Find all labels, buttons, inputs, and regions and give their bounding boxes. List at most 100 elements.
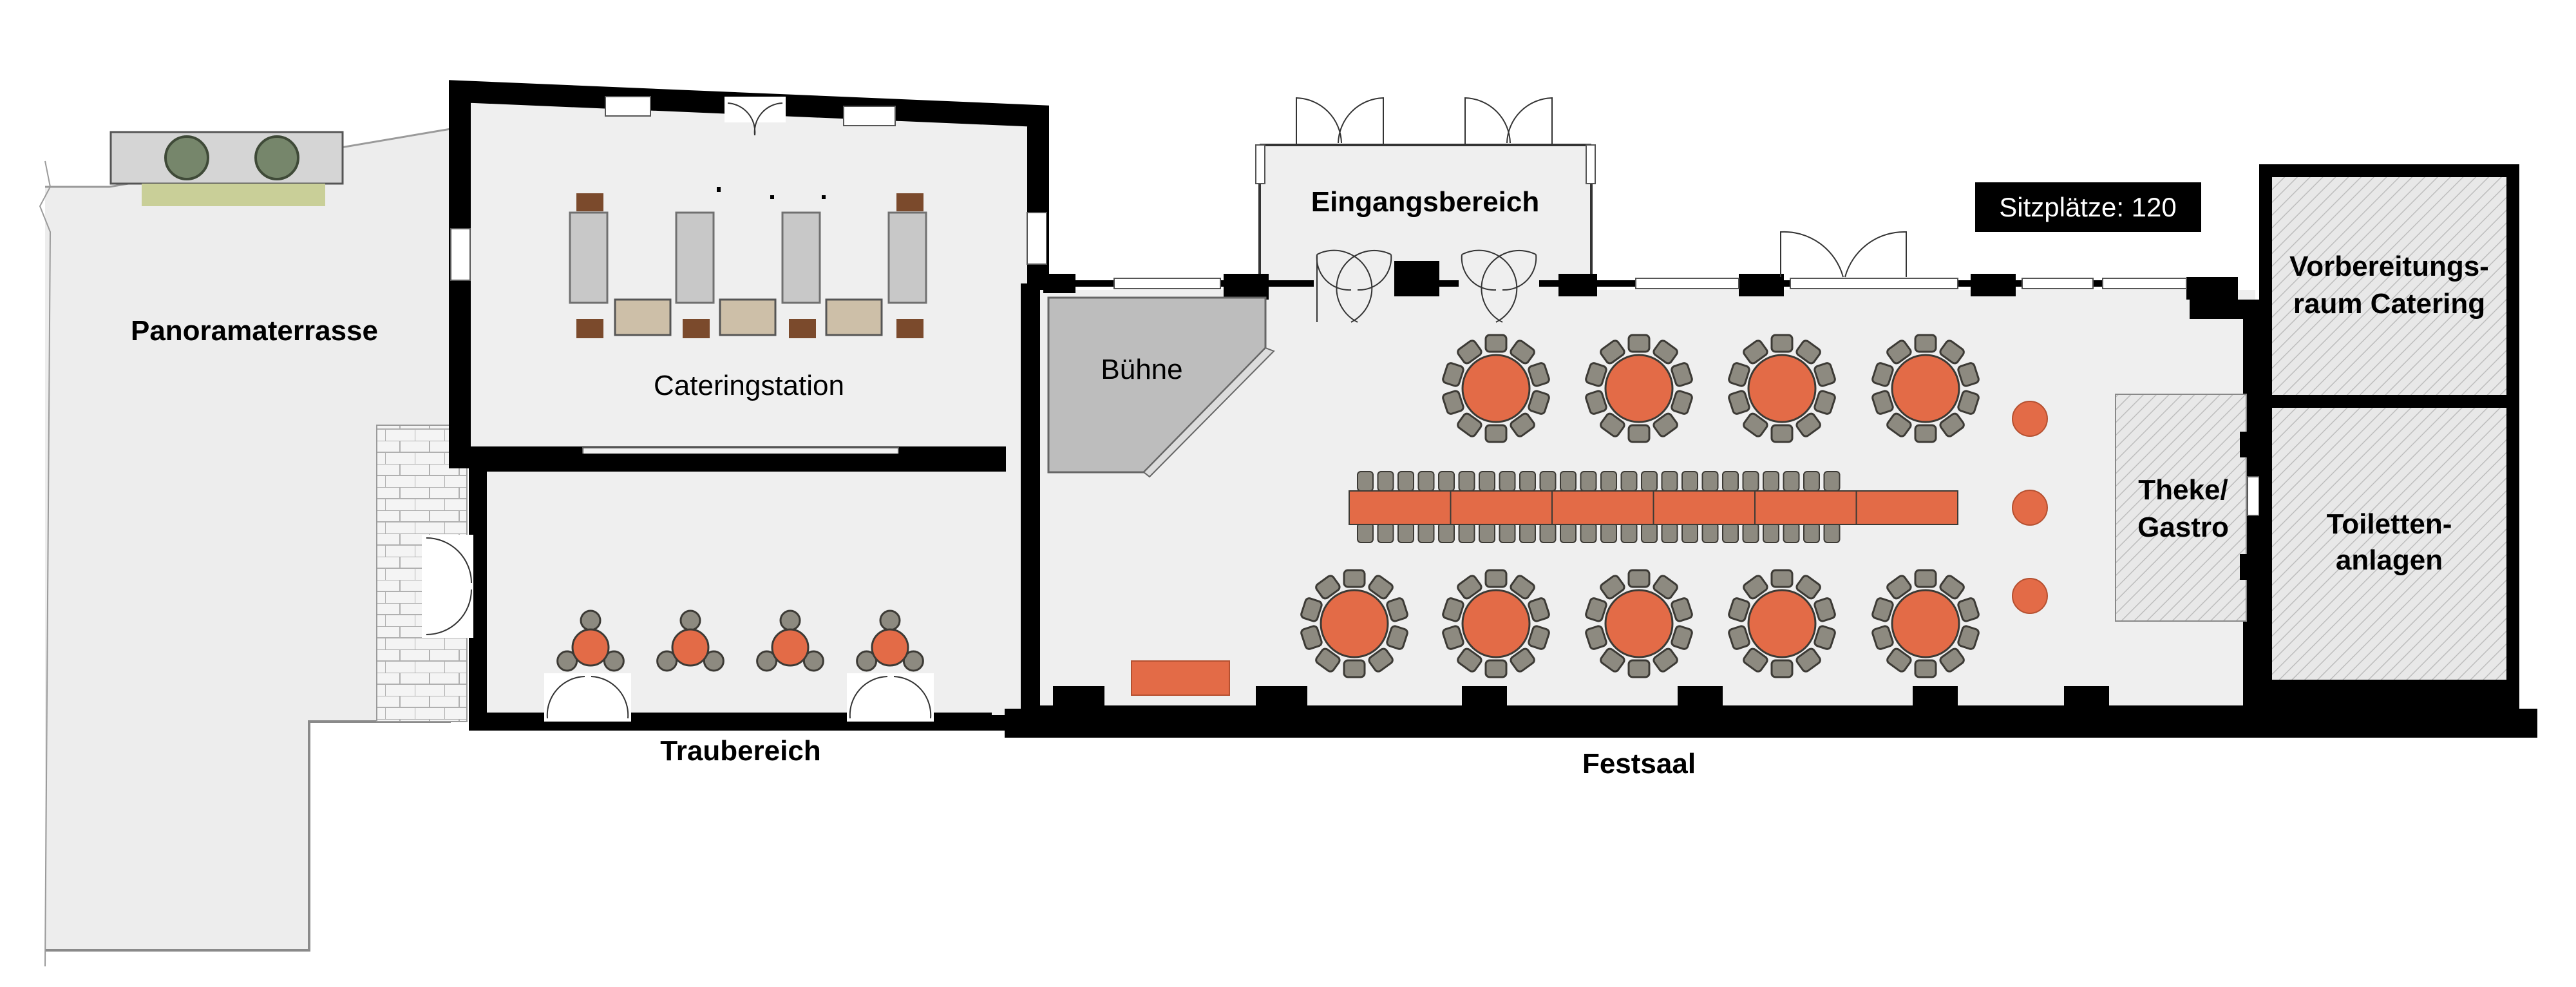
chair bbox=[1886, 647, 1912, 673]
chair bbox=[1600, 412, 1625, 437]
chair bbox=[1814, 625, 1836, 650]
chair bbox=[1914, 659, 1937, 678]
chair bbox=[1939, 340, 1965, 365]
small-table bbox=[756, 609, 824, 672]
bar-counter: Theke/ Gastro bbox=[2115, 394, 2260, 622]
chair bbox=[1300, 625, 1323, 650]
seats-badge: Sitzplätze: 120 bbox=[1975, 182, 2201, 232]
chair bbox=[1957, 625, 1980, 650]
chair bbox=[856, 650, 878, 672]
chair bbox=[1803, 522, 1820, 543]
chair bbox=[1528, 597, 1550, 622]
chair bbox=[1479, 471, 1495, 492]
chair bbox=[703, 650, 724, 672]
chair bbox=[1457, 575, 1482, 600]
chair bbox=[1580, 522, 1597, 543]
chair bbox=[1795, 647, 1821, 673]
chair bbox=[1939, 647, 1965, 673]
small-table bbox=[556, 609, 625, 672]
chair bbox=[1343, 659, 1366, 678]
chair bbox=[1560, 471, 1577, 492]
chair bbox=[1457, 340, 1482, 365]
chair bbox=[1871, 597, 1894, 622]
chair bbox=[1886, 575, 1912, 600]
prep-room-label-line1: Vorbereitungs- bbox=[2289, 251, 2489, 282]
chair bbox=[1484, 659, 1508, 678]
chair bbox=[1742, 522, 1759, 543]
chair bbox=[1939, 575, 1965, 600]
chair bbox=[1701, 522, 1719, 543]
chair bbox=[1871, 362, 1894, 387]
chair bbox=[1442, 362, 1464, 387]
catering-station: Cateringstation bbox=[449, 80, 1049, 468]
toilets-label-line2: anlagen bbox=[2336, 544, 2443, 576]
table-top bbox=[1747, 589, 1817, 658]
stage-label: Bühne bbox=[1101, 354, 1182, 385]
chair bbox=[1457, 647, 1482, 673]
chair bbox=[1528, 625, 1550, 650]
chair bbox=[1641, 522, 1658, 543]
wedding-area-label: Traubereich bbox=[660, 735, 820, 767]
table-segment bbox=[1653, 490, 1756, 525]
banquet-table bbox=[1349, 471, 1958, 543]
chair bbox=[1442, 597, 1464, 622]
food-warmers bbox=[614, 298, 883, 336]
chair bbox=[1528, 362, 1550, 387]
chair bbox=[1627, 334, 1651, 353]
chair bbox=[1368, 647, 1394, 673]
chair bbox=[1743, 412, 1768, 437]
chair bbox=[1484, 569, 1508, 588]
chair bbox=[1519, 471, 1536, 492]
chair bbox=[1939, 412, 1965, 437]
chair bbox=[1795, 412, 1821, 437]
chair bbox=[1397, 471, 1414, 492]
chair bbox=[1653, 647, 1678, 673]
chair bbox=[1722, 522, 1739, 543]
chair bbox=[1770, 424, 1794, 443]
chair bbox=[1814, 597, 1836, 622]
main-hall: Bühne Theke/ Gastro Festsaal bbox=[1005, 231, 2537, 780]
chair bbox=[1743, 340, 1768, 365]
chair bbox=[1357, 471, 1374, 492]
chair bbox=[1763, 522, 1779, 543]
chair bbox=[1886, 340, 1912, 365]
chair bbox=[1539, 522, 1557, 543]
chair bbox=[1368, 575, 1394, 600]
chair bbox=[1585, 597, 1607, 622]
chair bbox=[1300, 597, 1323, 622]
chair bbox=[1600, 575, 1625, 600]
chair bbox=[1386, 625, 1408, 650]
toilets-label-line1: Toiletten- bbox=[2327, 508, 2452, 540]
chair bbox=[1871, 625, 1894, 650]
chair bbox=[879, 609, 901, 631]
chair bbox=[1681, 522, 1698, 543]
bar-label-line1: Theke/ bbox=[2138, 474, 2228, 506]
standing-tables bbox=[2012, 401, 2048, 614]
chair bbox=[1499, 522, 1516, 543]
chair bbox=[603, 650, 625, 672]
chair bbox=[580, 609, 601, 631]
wedding-area: Traubereich bbox=[422, 454, 1006, 767]
hall-label: Festsaal bbox=[1582, 748, 1696, 780]
wall-piers bbox=[1043, 261, 2238, 715]
entrance-label: Eingangsbereich bbox=[1311, 186, 1540, 218]
chair bbox=[756, 650, 778, 672]
table-top bbox=[571, 628, 610, 667]
table-top bbox=[871, 628, 909, 667]
chair bbox=[1814, 390, 1836, 415]
chair bbox=[1315, 575, 1341, 600]
chair bbox=[1442, 390, 1464, 415]
chair bbox=[1510, 412, 1535, 437]
chair bbox=[1770, 659, 1794, 678]
chair bbox=[1585, 362, 1607, 387]
chair bbox=[1653, 412, 1678, 437]
chair bbox=[1823, 471, 1841, 492]
round-table bbox=[1871, 334, 1980, 443]
chair bbox=[556, 650, 578, 672]
chair bbox=[1560, 522, 1577, 543]
chair bbox=[1671, 625, 1693, 650]
chair bbox=[1653, 340, 1678, 365]
chair bbox=[1457, 412, 1482, 437]
table-top bbox=[1604, 354, 1674, 423]
chair bbox=[1458, 471, 1475, 492]
